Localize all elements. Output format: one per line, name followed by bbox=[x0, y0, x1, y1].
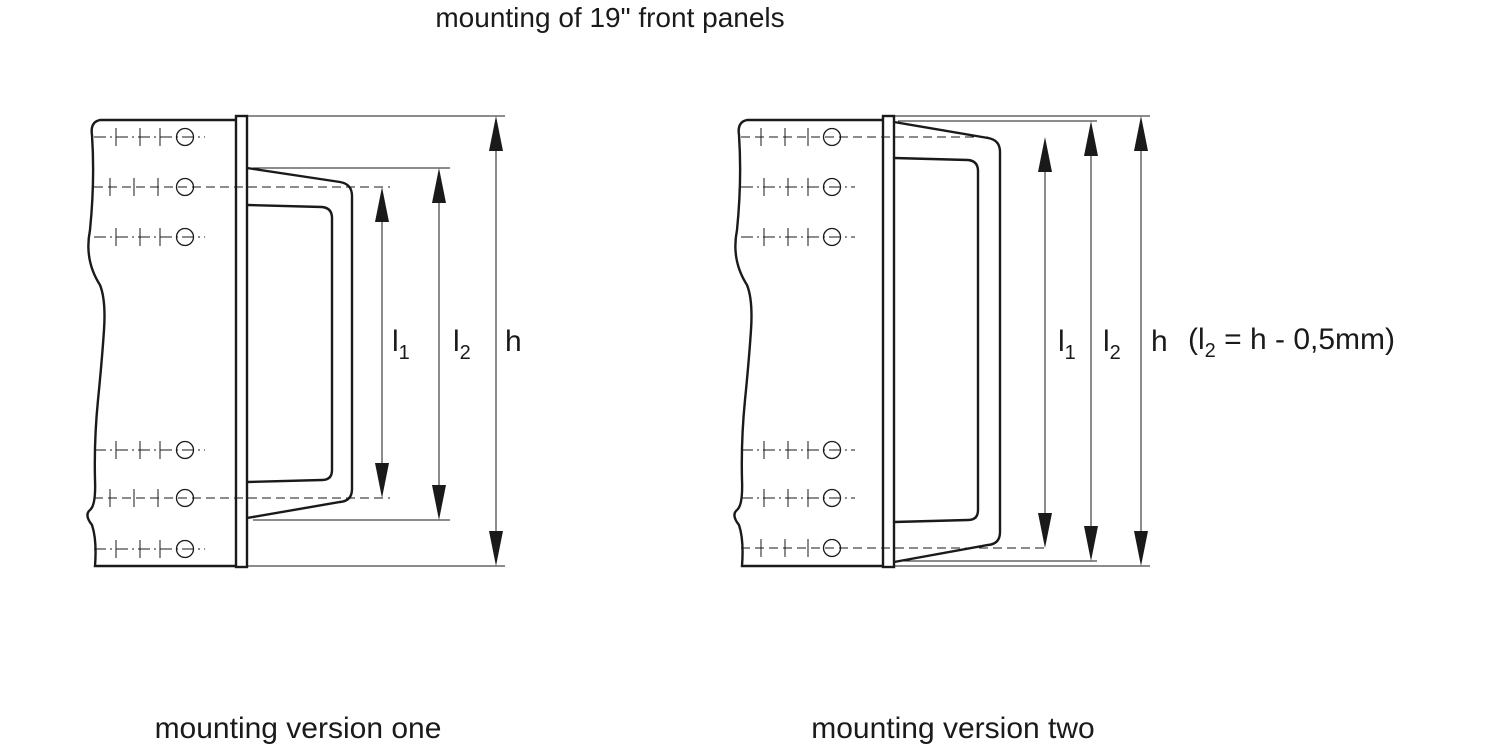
handle-two-inner bbox=[893, 156, 980, 524]
diagram-title: mounting of 19" front panels bbox=[435, 2, 784, 33]
label-l2-two: l2 bbox=[1103, 325, 1121, 364]
caption-version-two: mounting version two bbox=[811, 712, 1094, 745]
dimension-line-l2-one bbox=[432, 168, 446, 520]
caption-version-one: mounting version one bbox=[155, 712, 442, 745]
dimension-line-l2-two bbox=[1084, 121, 1098, 561]
formula-note: (l2 = h - 0,5mm) bbox=[1188, 323, 1395, 362]
dimension-line-l1-one bbox=[375, 187, 389, 498]
hole-row-one-3 bbox=[94, 227, 205, 247]
hole-row-one-5 bbox=[94, 488, 390, 508]
hole-row-two-6 bbox=[741, 538, 1045, 558]
dimension-line-l1-two bbox=[1038, 137, 1052, 548]
hole-row-one-4 bbox=[94, 440, 205, 460]
handle-one-inner bbox=[246, 203, 334, 484]
label-l1-two: l1 bbox=[1058, 325, 1076, 364]
dimension-line-h-one bbox=[489, 116, 503, 566]
hole-row-two-1 bbox=[741, 127, 990, 147]
front-panel-one bbox=[234, 114, 249, 569]
hole-row-two-3 bbox=[741, 227, 855, 247]
label-l1-one: l1 bbox=[392, 325, 410, 364]
hole-row-two-4 bbox=[741, 440, 855, 460]
rack-rail-two bbox=[733, 118, 883, 568]
version-one-drawing: l1 l2 h mounting version one bbox=[86, 114, 522, 745]
dimension-line-h-two bbox=[1134, 116, 1148, 566]
hole-row-two-2 bbox=[741, 177, 855, 197]
label-l2-one: l2 bbox=[453, 325, 471, 364]
handle-one-outer bbox=[246, 166, 354, 520]
front-panel-two bbox=[881, 114, 896, 569]
hole-row-one-6 bbox=[94, 539, 205, 559]
hole-row-one-2 bbox=[94, 177, 390, 197]
label-h-one: h bbox=[505, 325, 522, 358]
rack-rail-one bbox=[86, 118, 236, 568]
handle-two-outer bbox=[893, 120, 1002, 564]
hole-row-one-1 bbox=[94, 127, 205, 147]
hole-row-two-5 bbox=[741, 488, 855, 508]
version-two-drawing: l1 l2 h (l2 = h - 0,5mm) mounting versio… bbox=[733, 114, 1395, 745]
label-h-two: h bbox=[1151, 325, 1168, 358]
